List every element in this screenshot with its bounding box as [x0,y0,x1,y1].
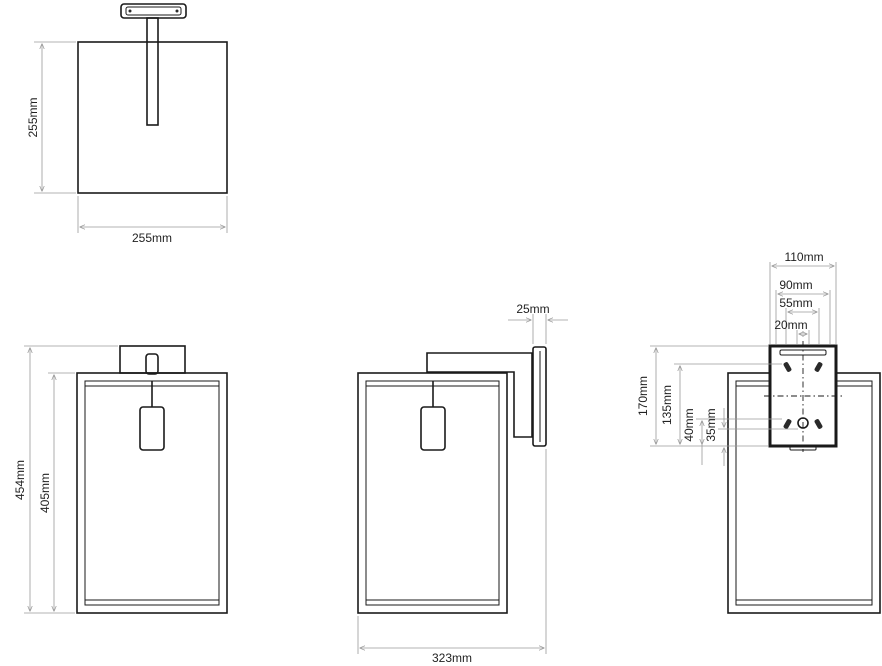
side-view-arm [426,352,533,438]
back-view-label-55: 55mm [779,296,812,310]
top-view-mount-plate [120,3,187,19]
front-view-lampholder [139,406,165,451]
side-view-wall-plate [532,346,547,447]
front-view-overall-height-label: 454mm [13,460,27,500]
top-view-width-label: 255mm [132,231,172,245]
back-view-mounting-plate [764,341,842,452]
side-view: 25mm 323mm [357,302,568,665]
top-view-body [77,41,228,194]
back-view-label-170: 170mm [636,376,650,416]
back-view-label-90: 90mm [779,278,812,292]
back-view-label-135: 135mm [660,385,674,425]
side-view-plate-depth-label: 25mm [516,302,549,316]
front-view-frame-height-label: 405mm [38,473,52,513]
back-view-label-110: 110mm [784,250,823,264]
back-view: 110mm 90mm 55mm 20mm 170mm 135mm 40mm 35… [636,250,881,614]
top-view-height-label: 255mm [26,97,40,137]
front-view-arm [145,353,159,375]
front-view-backplate [119,345,186,374]
back-view-label-35: 35mm [704,408,718,441]
side-view-projection-label: 323mm [432,651,472,665]
side-view-lampholder [420,406,446,451]
side-view-frame [357,372,508,614]
front-view: 454mm 405mm [13,345,228,614]
front-view-frame [76,372,228,614]
back-view-label-40: 40mm [682,408,696,441]
top-view-arm [146,17,159,126]
back-view-label-20: 20mm [774,318,807,332]
top-view: 255mm 255mm [26,3,228,245]
